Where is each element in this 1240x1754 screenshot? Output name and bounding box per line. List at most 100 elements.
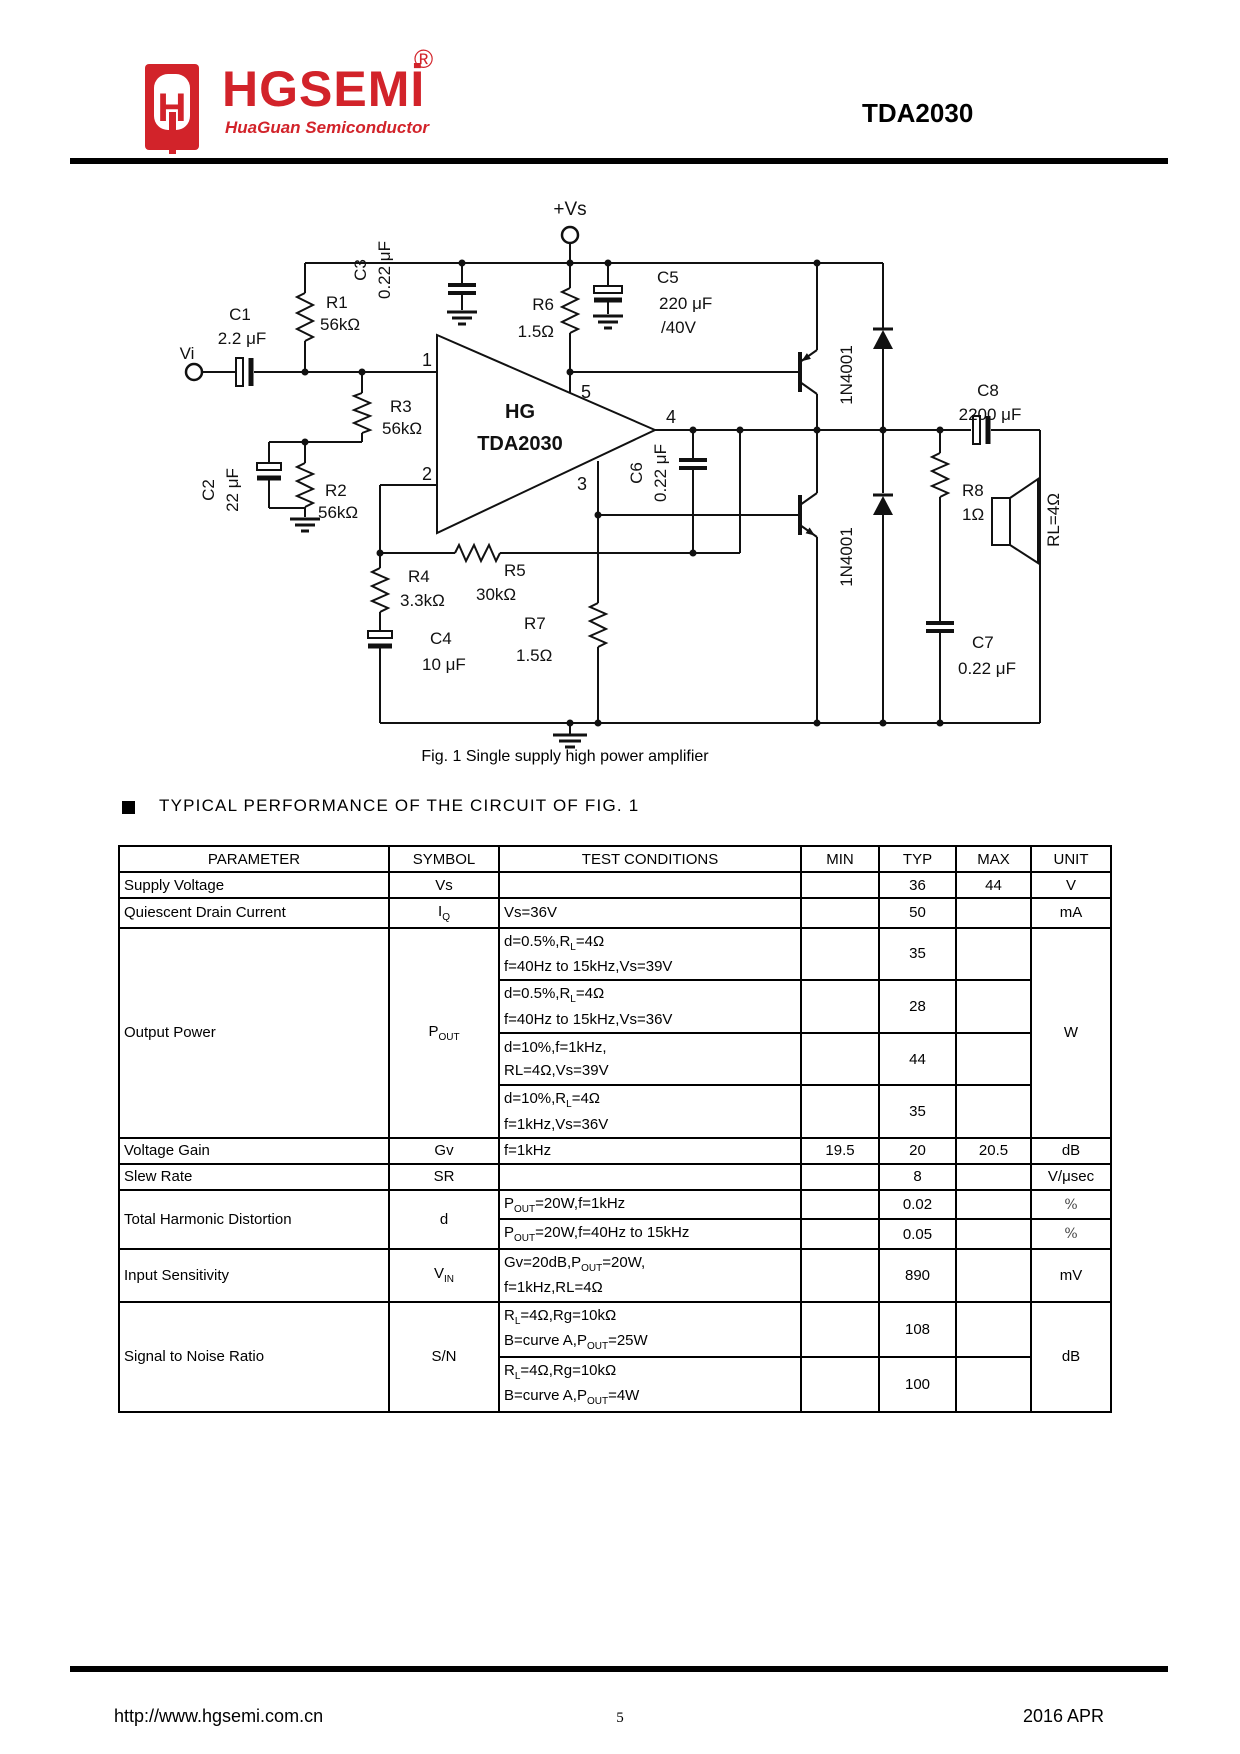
part-number: TDA2030 [862,98,974,128]
label-r1-value: 56kΩ [320,315,360,334]
cell-typ: 108 [878,1300,957,1358]
col-parameter: PARAMETER [118,845,390,873]
col-typ: TYP [878,845,957,873]
ground-icon [290,517,320,533]
capacitor-c3 [448,283,476,295]
label-c2: C2 [199,479,218,501]
cell-max [955,926,1032,982]
label-vs: +Vs [553,199,586,220]
label-r5-value: 30kΩ [476,585,516,604]
cell-param: Quiescent Drain Current [118,897,390,929]
label-c4-value: 10 μF [422,655,466,674]
label-r8: R8 [962,481,984,500]
cell-cond [498,1162,802,1191]
resistor-r1 [294,292,316,342]
resistor-r2 [294,462,316,508]
table-row: Supply Voltage Vs 36 44 V [118,871,1112,899]
label-c7: C7 [972,633,994,652]
opamp-label-line2: TDA2030 [477,433,563,455]
cell-cond: Vs=36V [498,897,802,929]
cell-max [955,1084,1032,1139]
cell-max [955,979,1032,1034]
figure-caption: Fig. 1 Single supply high power amplifie… [421,748,709,765]
label-c5: C5 [657,268,679,287]
cell-min [800,926,880,982]
label-r5: R5 [504,561,526,580]
resistor-r3 [351,392,373,434]
resistor-r7 [587,602,609,648]
col-unit: UNIT [1030,845,1112,873]
cell-typ: 0.02 [878,1188,957,1221]
cell-cond [498,871,802,899]
section-bullet-icon [122,801,135,814]
cell-cond: Gv=20dB,POUT=20W,f=1kHz,RL=4Ω [498,1247,802,1303]
cell-param: Input Sensitivity [118,1247,390,1303]
cell-cond: f=1kHz [498,1136,802,1165]
cell-param: Voltage Gain [118,1136,390,1165]
cell-symbol: S/N [388,1300,500,1413]
label-c1: C1 [229,305,251,324]
cell-max [955,897,1032,929]
cell-min [800,979,880,1034]
ground-icon [593,314,623,330]
label-r7-value: 1.5Ω [516,646,552,665]
cell-unit: V/μsec [1030,1162,1112,1191]
header-rule [70,158,1168,164]
cell-max [955,1218,1032,1250]
cell-symbol: d [388,1188,500,1250]
label-r3: R3 [390,397,412,416]
cell-cond: d=10%,f=1kHz,RL=4Ω,Vs=39V [498,1032,802,1086]
cell-max [955,1300,1032,1358]
pin-1: 1 [422,350,432,370]
logo-stem [169,112,176,154]
cell-symbol: IQ [388,897,500,929]
cell-unit: W [1030,926,1112,1139]
cell-unit: % [1030,1218,1112,1250]
junction-dots [301,259,944,727]
label-c6-value: 0.22 μF [651,444,670,502]
col-symbol: SYMBOL [388,845,500,873]
capacitor-c7 [926,621,954,633]
resistor-r5 [454,542,501,564]
cell-min [800,871,880,899]
label-r3-value: 56kΩ [382,419,422,438]
cell-min [800,1247,880,1303]
performance-table: PARAMETER SYMBOL TEST CONDITIONS MIN TYP… [118,845,1112,1413]
table-row: Voltage Gain Gv f=1kHz 19.5 20 20.5 dB [118,1136,1112,1165]
label-load: RL=4Ω [1044,493,1063,547]
cell-unit: mV [1030,1247,1112,1303]
registered-trademark-icon: ® [414,44,434,74]
diode-d2 [873,493,893,515]
cell-typ: 35 [878,926,957,982]
col-min: MIN [800,845,880,873]
resistor-r4 [369,567,391,613]
cell-symbol: Gv [388,1136,500,1165]
label-d2: 1N4001 [837,527,856,587]
speaker-icon [991,477,1039,565]
pin-3: 3 [577,474,587,494]
label-r4: R4 [408,567,430,586]
cell-unit: mA [1030,897,1112,929]
cell-typ: 100 [878,1355,957,1413]
capacitor-c8 [972,415,991,445]
cell-unit: dB [1030,1136,1112,1165]
transistor-q2 [798,492,818,538]
label-c8: C8 [977,381,999,400]
cell-symbol: SR [388,1162,500,1191]
pin-5: 5 [581,382,591,402]
capacitor-c5 [593,285,623,303]
table-row: Quiescent Drain Current IQ Vs=36V 50 mA [118,897,1112,929]
cell-symbol: POUT [388,926,500,1139]
pin-2: 2 [422,464,432,484]
cell-typ: 20 [878,1136,957,1165]
capacitor-c6 [679,458,707,470]
label-c2-value: 22 μF [223,468,242,512]
